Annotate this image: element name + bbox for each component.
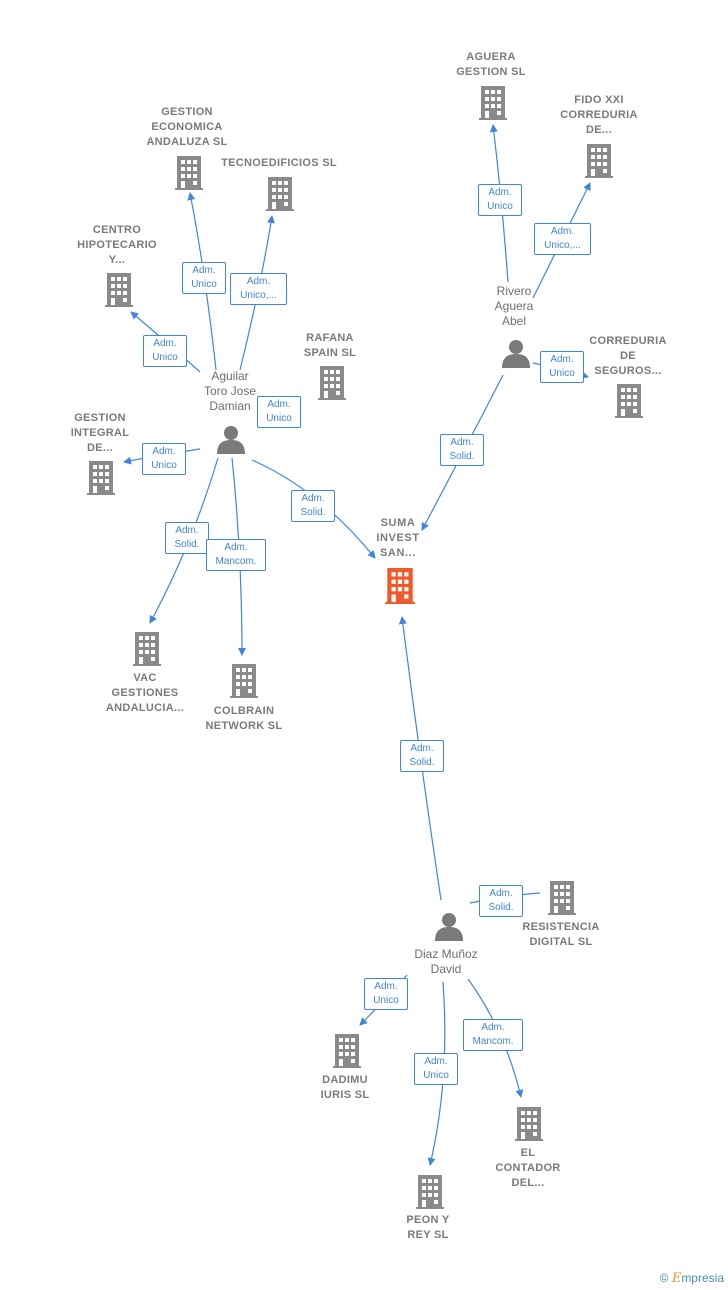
edge-label: Adm. Solid. [291,490,335,522]
building-icon [333,1034,361,1068]
copyright-icon: © [659,1271,669,1285]
edge-label: Adm. Unico [182,262,226,294]
building-icon [175,156,203,190]
building-icon [416,1175,444,1209]
edge-label: Adm. Unico,... [534,223,591,255]
edge-label: Adm. Unico,... [230,273,287,305]
building-icon [548,881,576,915]
company-label-correduria[interactable]: CORREDURIA DE SEGUROS... [589,335,667,377]
company-label-peon[interactable]: PEON Y REY SL [406,1214,450,1241]
company-label-colbrain[interactable]: COLBRAIN NETWORK SL [205,705,283,732]
building-icon [318,366,346,400]
edge-label: Adm. Unico [478,184,522,216]
building-icon [133,632,161,666]
edge-label: Adm. Mancom. [206,539,266,571]
company-label-centro-hipotecario[interactable]: CENTRO HIPOTECARIO Y... [77,224,157,266]
building-icon [105,273,133,307]
building-icon [479,86,507,120]
company-label-gestion-economica[interactable]: GESTION ECONOMICA ANDALUZA SL [146,106,228,148]
edge-label: Adm. Unico [142,443,186,475]
company-label-contador[interactable]: EL CONTADOR DEL... [495,1147,561,1189]
person-label-aguilar[interactable]: Aguilar Toro Jose Damian [203,369,257,413]
company-label-resistencia[interactable]: RESISTENCIA DIGITAL SL [522,921,600,948]
person-label-diaz[interactable]: Diaz Muñoz David [414,947,478,976]
person-label-rivero[interactable]: Rivero Aguera Abel [494,284,534,328]
company-label-rafana[interactable]: RAFANA SPAIN SL [303,332,357,359]
company-label-aguera[interactable]: AGUERA GESTION SL [456,51,526,78]
building-icon [515,1107,543,1141]
edge-label: Adm. Solid. [400,740,444,772]
edge-label: Adm. Unico [414,1053,458,1085]
building-icon [585,144,613,178]
company-label-tecnoedificios[interactable]: TECNOEDIFICIOS SL [221,157,337,169]
edge-label: Adm. Solid. [479,885,523,917]
building-icon [615,384,643,418]
edge-label: Adm. Unico [143,335,187,367]
building-icon [230,664,258,698]
edge-label: Adm. Unico [364,978,408,1010]
brand-footer: © Empresia [660,1271,724,1286]
edge-label: Adm. Solid. [440,434,484,466]
person-icon [217,426,245,454]
company-label-gestion-integral[interactable]: GESTION INTEGRAL DE... [70,412,130,454]
edge-label: Adm. Unico [257,396,301,428]
edge-label: Adm. Mancom. [463,1019,523,1051]
building-icon [266,177,294,211]
company-label-dadimu[interactable]: DADIMU IURIS SL [320,1074,370,1101]
focal-building-icon [385,568,415,604]
person-icon [435,913,463,941]
company-label-fido[interactable]: FIDO XXI CORREDURIA DE... [560,94,638,136]
edge-label: Adm. Unico [540,351,584,383]
edge-label: Adm. Solid. [165,522,209,554]
brand-logo-initial: E [671,1271,682,1286]
brand-logo-text: mpresia [681,1271,724,1285]
building-icon [87,461,115,495]
person-icon [502,340,530,368]
company-label-suma[interactable]: SUMA INVEST SAN... [376,517,420,559]
company-label-vac[interactable]: VAC GESTIONES ANDALUCIA... [105,672,185,714]
